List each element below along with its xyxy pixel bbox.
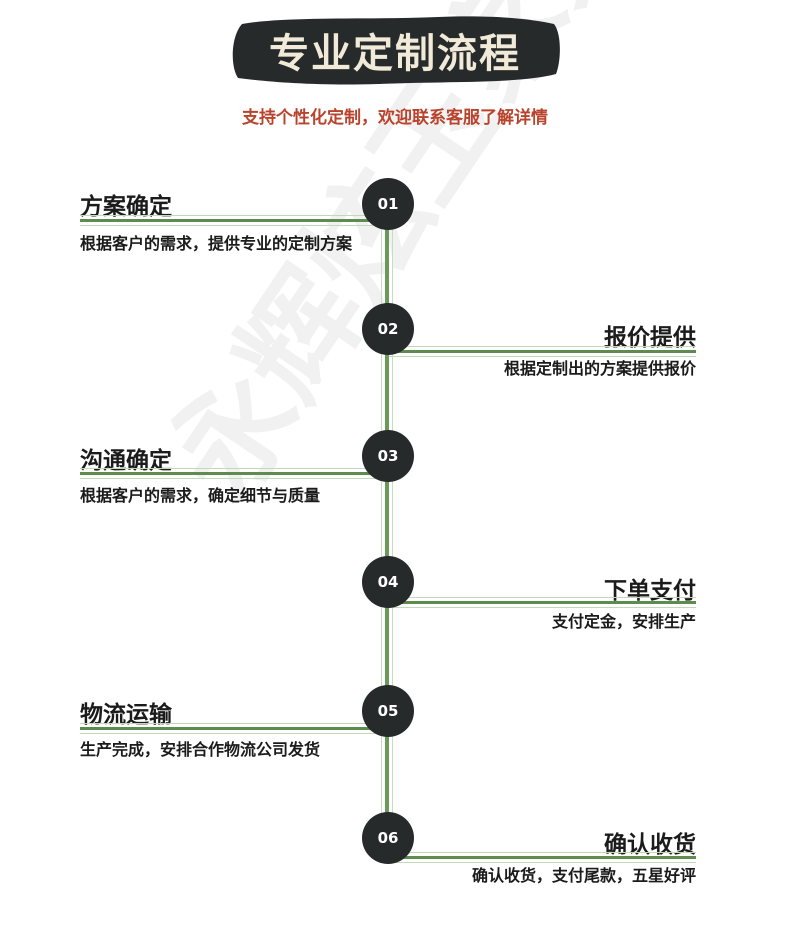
page-title: 专业定制流程 bbox=[269, 31, 521, 77]
step-title: 确认收货 bbox=[604, 832, 696, 858]
step-rule bbox=[80, 215, 386, 226]
step-rule bbox=[389, 346, 696, 357]
step-description: 根据客户的需求，确定细节与质量 bbox=[80, 486, 321, 505]
step-01: 方案确定 根据客户的需求，提供专业的定制方案 01 bbox=[0, 178, 790, 308]
step-number-badge: 02 bbox=[362, 303, 414, 355]
step-title: 下单支付 bbox=[604, 578, 696, 604]
step-description: 生产完成，安排合作物流公司发货 bbox=[80, 740, 321, 759]
step-03: 沟通确定 根据客户的需求，确定细节与质量 03 bbox=[0, 430, 790, 560]
step-description: 根据客户的需求，提供专业的定制方案 bbox=[80, 234, 353, 253]
step-description: 确认收货，支付尾款，五星好评 bbox=[471, 866, 696, 885]
title-banner: 专业定制流程 bbox=[228, 14, 562, 86]
step-title: 沟通确定 bbox=[80, 448, 172, 474]
step-04: 下单支付 支付定金，安排生产 04 bbox=[0, 556, 790, 686]
step-rule bbox=[389, 852, 696, 863]
brush-background bbox=[232, 16, 560, 85]
page-subtitle: 支持个性化定制，欢迎联系客服了解详情 bbox=[242, 108, 548, 128]
step-number-badge: 03 bbox=[362, 430, 414, 482]
step-description: 根据定制出的方案提供报价 bbox=[503, 359, 696, 378]
step-description: 支付定金，安排生产 bbox=[551, 612, 696, 631]
step-rule bbox=[80, 723, 386, 734]
step-number-badge: 05 bbox=[362, 685, 414, 737]
step-02: 报价提供 根据定制出的方案提供报价 02 bbox=[0, 303, 790, 433]
step-number-badge: 04 bbox=[362, 556, 414, 608]
step-number-badge: 06 bbox=[362, 812, 414, 864]
step-rule bbox=[389, 597, 696, 608]
step-05: 物流运输 生产完成，安排合作物流公司发货 05 bbox=[0, 685, 790, 815]
step-rule bbox=[80, 468, 386, 479]
step-number-badge: 01 bbox=[362, 178, 414, 230]
step-06: 确认收货 确认收货，支付尾款，五星好评 06 bbox=[0, 812, 790, 942]
timeline-axis bbox=[381, 202, 393, 842]
